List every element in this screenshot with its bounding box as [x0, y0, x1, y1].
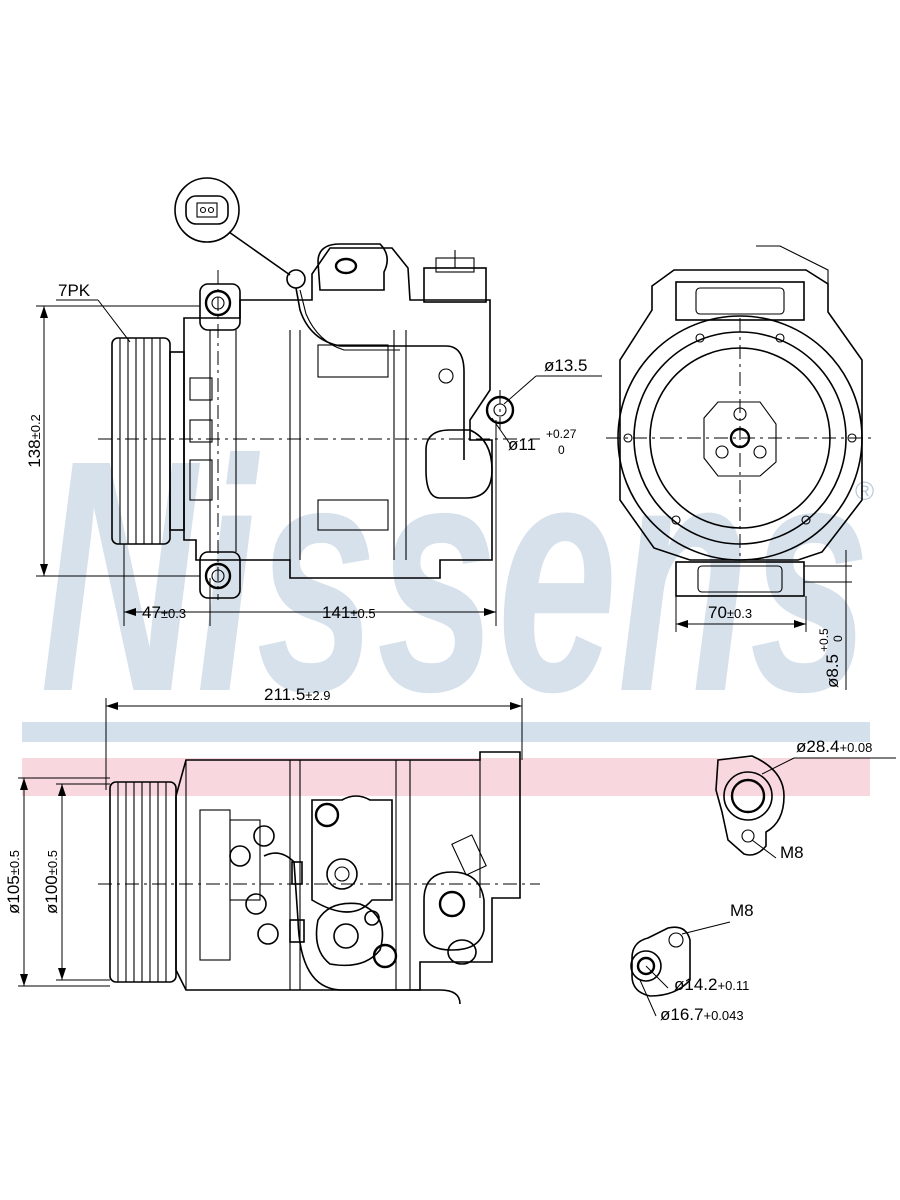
port2-outer-diameter-label: ø16.7+0.043: [660, 1005, 744, 1024]
rear-view: [606, 245, 876, 597]
mount-diameter-lower-tol-minus: 0: [558, 443, 565, 457]
total-length-value: 211.5: [264, 685, 305, 704]
dimension-lines: [18, 299, 896, 1017]
port2-outer-diameter-value: ø16.7: [660, 1005, 703, 1024]
port2-inner-diameter-value: ø14.2: [674, 975, 717, 994]
rear-hole-label: ø8.5 +0.5 0: [813, 624, 845, 688]
side-view: [98, 243, 540, 600]
rear-width-tolerance: ±0.3: [727, 606, 752, 621]
connector-detail: [174, 177, 306, 289]
pulley-offset-label: 47±0.3: [142, 603, 186, 622]
port2-inner-diameter-tolerance: +0.11: [717, 978, 749, 993]
watermark-registered-mark: ®: [855, 476, 874, 506]
port2-outer-diameter-tolerance: +0.043: [703, 1008, 743, 1023]
mount-diameter-lower-value: ø11: [508, 435, 536, 454]
pulley-offset-value: 47: [142, 603, 161, 622]
total-length-tolerance: ±2.9: [305, 688, 330, 703]
watermark-blue-band: [22, 722, 870, 742]
body-length-value: 141: [322, 603, 350, 622]
pulley-outer-diameter-tolerance: ±0.5: [7, 850, 22, 875]
mount-diameter-lower-tol-plus: +0.27: [546, 427, 577, 441]
pulley-outer-diameter-value: ø105: [4, 875, 23, 914]
watermark-pink-band: [22, 758, 870, 796]
port2-inner-diameter-label: ø14.2+0.11: [674, 975, 749, 994]
port-detail-1: [715, 755, 785, 856]
top-view: [98, 751, 540, 1005]
rear-hole-value: ø8.5: [823, 654, 842, 688]
belt-profile-label: 7PK: [58, 281, 91, 300]
rear-width-value: 70: [708, 603, 727, 622]
port1-diameter-tolerance: +0.08: [839, 740, 872, 755]
pulley-outer-diameter-label: ø105±0.5: [4, 850, 23, 914]
mount-diameter-top-label: ø13.5: [544, 356, 587, 375]
height-label: 138±0.2: [25, 414, 44, 468]
port1-diameter-label: ø28.4+0.08: [796, 737, 872, 756]
pulley-offset-tolerance: ±0.3: [161, 606, 186, 621]
rear-hole-tol-minus: 0: [831, 635, 845, 642]
height-tolerance: ±0.2: [28, 414, 43, 439]
rear-hole-tol-plus: +0.5: [817, 628, 831, 652]
total-length-label: 211.5±2.9: [264, 685, 331, 704]
body-length-label: 141±0.5: [322, 603, 376, 622]
height-value: 138: [25, 439, 44, 467]
pulley-inner-diameter-tolerance: ±0.5: [45, 850, 60, 875]
port1-diameter-value: ø28.4: [796, 737, 839, 756]
port1-thread-label: M8: [780, 843, 804, 862]
pulley-inner-diameter-label: ø100±0.5: [42, 850, 61, 914]
dimension-labels: 7PK 138±0.2 47±0.3 141±0.5 ø13.5 ø11 +0.…: [4, 281, 872, 1024]
body-length-tolerance: ±0.5: [350, 606, 375, 621]
rear-width-label: 70±0.3: [708, 603, 752, 622]
pulley-side: [111, 337, 185, 545]
port2-thread-label: M8: [730, 901, 754, 920]
port-detail-2: [630, 926, 691, 997]
pulley-inner-diameter-value: ø100: [42, 875, 61, 914]
watermark: Nissens ®: [22, 391, 874, 796]
mount-diameter-lower-label: ø11 +0.27 0: [508, 427, 577, 457]
